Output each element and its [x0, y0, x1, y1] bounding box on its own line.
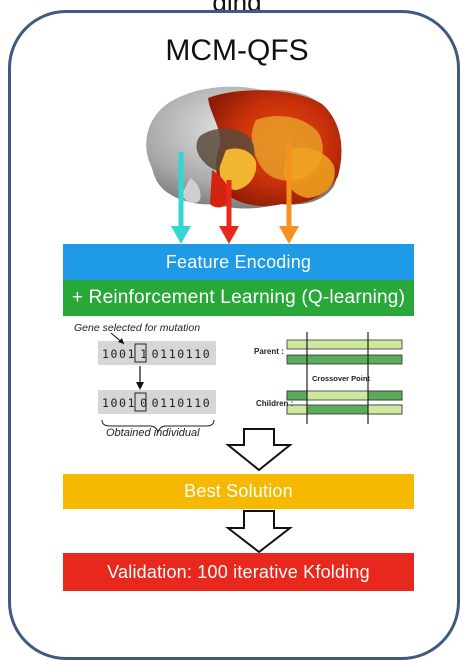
validation-step: Validation: 100 iterative Kfolding [63, 553, 414, 591]
best-solution-step: Best Solution [63, 474, 414, 509]
reinforcement-learning-step: + Reinforcement Learning (Q-learning) [63, 280, 414, 316]
feature-encoding-step: Feature Encoding [63, 244, 414, 280]
mutation-panel [98, 332, 216, 434]
mutation-caption-bottom: Obtained individual [106, 427, 200, 439]
children-label: Children : [256, 399, 293, 408]
cyan-arrow [171, 152, 191, 244]
parent-label: Parent : [254, 347, 284, 356]
diagram-frame [8, 10, 460, 660]
red-arrow [219, 180, 239, 244]
down-arrow-2 [225, 510, 293, 554]
down-arrow-1 [225, 428, 293, 472]
diagram-title: MCM-QFS [165, 34, 309, 67]
brain-scan-icon [146, 86, 342, 209]
crossover-panel [286, 332, 403, 424]
crossover-point-label: Crossover Point [312, 374, 370, 383]
orange-arrow [279, 142, 299, 244]
mutation-caption-top: Gene selected for mutation [74, 322, 200, 334]
